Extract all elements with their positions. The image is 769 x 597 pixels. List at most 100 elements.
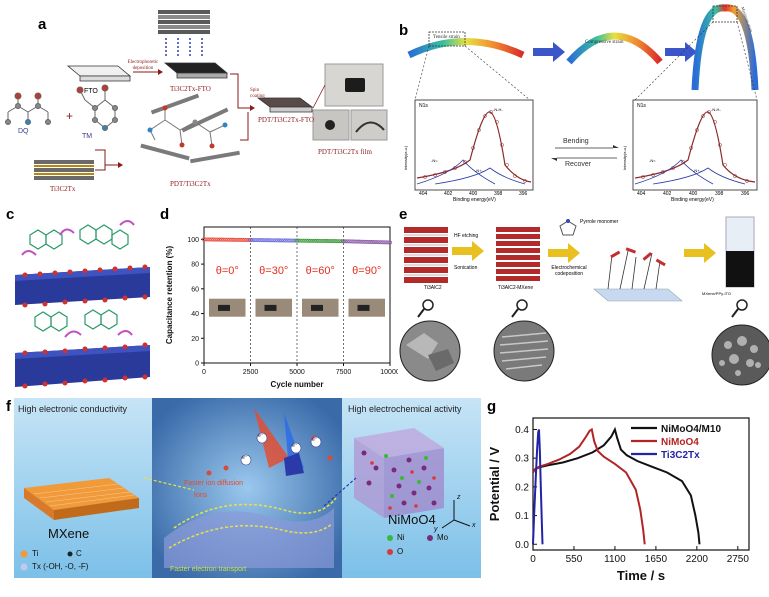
retention-point <box>256 238 261 243</box>
legend-o-dot <box>387 549 393 555</box>
retention-point <box>207 237 212 242</box>
gcd-series-line <box>532 429 544 545</box>
retention-point <box>357 239 361 244</box>
retention-point <box>362 239 367 244</box>
legend-ni-dot <box>387 535 393 541</box>
ppy-mxene-substrate-icon <box>593 247 683 302</box>
xps-right-title: N1s <box>637 103 646 109</box>
retention-xtick-label: 5000 <box>289 369 305 376</box>
xyz-axes-icon <box>441 500 471 529</box>
retention-point <box>281 238 286 243</box>
sem-image-3 <box>711 324 769 386</box>
dq-molecule-icon <box>5 92 51 125</box>
retention-point <box>327 239 332 243</box>
retention-photo-device <box>357 304 370 311</box>
retention-point <box>388 240 392 245</box>
retention-point <box>250 238 255 242</box>
label-hf: HF etching <box>454 233 479 239</box>
organic-layer-middle <box>34 309 118 332</box>
retention-point <box>279 238 284 243</box>
retention-point <box>347 239 352 244</box>
sem-image-1 <box>399 320 461 382</box>
retention-point <box>376 240 381 245</box>
arrow-final-icon <box>684 243 716 263</box>
panel-e-drawing <box>399 216 769 386</box>
retention-point <box>264 238 268 243</box>
xps-left-tick-1: 402 <box>444 191 453 197</box>
xps-right-tick-1: 402 <box>663 191 672 197</box>
xps-left-tick-0: 404 <box>419 191 428 197</box>
gcd-plot-frame <box>532 417 750 551</box>
retention-point <box>322 239 327 243</box>
panel-label-d: d <box>160 206 170 223</box>
xps-right-xlabel: Binding energy(eV) <box>671 197 714 203</box>
retention-point <box>345 239 350 244</box>
xps-left-xlabel: Binding energy(eV) <box>453 197 496 203</box>
retention-point <box>368 239 373 244</box>
retention-ytick-label: 20 <box>191 336 199 343</box>
retention-point <box>271 238 276 243</box>
retention-point <box>316 238 321 243</box>
fto-substrate-icon <box>66 65 132 77</box>
retention-point <box>308 238 313 243</box>
retention-point <box>351 239 356 244</box>
pdt-ti3c2tx-composite-icon <box>140 93 240 164</box>
label-e-minus-2: e⁻ <box>258 433 264 439</box>
ti3c2-fto-icon <box>163 62 229 74</box>
organic-layer-top <box>29 224 129 250</box>
label-ti3alc2: Ti3AlC2 <box>424 285 442 291</box>
gcd-series-line <box>532 427 646 545</box>
ti3c2tx-layers-icon <box>34 160 94 180</box>
tm-molecule-icon <box>76 84 118 131</box>
panel-b-strain-xps: Tensile strain Compressive strain Maximu… <box>395 0 769 205</box>
xps-left-peak-1: -N= <box>431 158 438 163</box>
retention-point <box>275 238 280 243</box>
panel-b-drawing <box>407 4 759 191</box>
label-electrophoretic: Electrophoretic deposition <box>127 60 159 71</box>
gcd-xtick-label: 550 <box>566 554 583 565</box>
retention-photo-device <box>218 304 230 311</box>
label-right-title: High electrochemical activity <box>348 404 462 414</box>
retention-point <box>386 240 391 245</box>
retention-point <box>296 238 301 243</box>
retention-point <box>273 238 278 243</box>
layered-mxene-icon <box>164 508 334 568</box>
label-e-minus-1: e⁻ <box>242 455 248 461</box>
xps-right-peak-2: -N+- <box>693 168 701 173</box>
label-tensile: Tensile strain <box>433 35 460 40</box>
legend-tx-dot <box>20 563 28 571</box>
xps-left-curves <box>416 110 532 185</box>
retention-point <box>227 237 232 242</box>
retention-point <box>231 237 236 242</box>
retention-point <box>260 238 265 243</box>
panel-c-drawing <box>15 220 150 389</box>
gcd-series-line <box>532 426 701 545</box>
panel-f-illustration: High electronic conductivity High electr… <box>14 398 481 578</box>
retention-point <box>289 238 294 243</box>
retention-point <box>203 237 208 242</box>
label-compressive: Compressive strain <box>585 40 624 45</box>
label-sonication: Sonication <box>454 265 478 271</box>
xps-left-peak-0: -N-H- <box>493 107 503 112</box>
retention-xtick-label: 2500 <box>243 369 259 376</box>
xps-right-tick-0: 404 <box>637 191 646 197</box>
label-left-title: High electronic conductivity <box>18 404 128 414</box>
retention-point <box>382 240 387 245</box>
retention-point <box>265 238 270 243</box>
retention-point <box>242 237 247 242</box>
gcd-ylabel: Potential / V <box>487 446 502 521</box>
label-ti3c2-fto: Ti3C2Tx-FTO <box>170 85 211 93</box>
xps-right-tick-4: 396 <box>741 191 750 197</box>
xps-left-peak-2: -N+- <box>475 168 483 173</box>
retention-xlabel: Cycle number <box>271 380 324 389</box>
label-recover: Recover <box>565 161 592 168</box>
retention-point <box>293 238 298 243</box>
label-ti3c2tx: Ti3C2Tx <box>50 185 76 193</box>
retention-point <box>314 238 319 243</box>
retention-point <box>302 238 307 243</box>
retention-point <box>205 237 210 242</box>
retention-point <box>310 238 315 243</box>
legend-mo-label: Mo <box>437 533 449 542</box>
label-final: MXene/PPy-ITO <box>702 291 732 296</box>
